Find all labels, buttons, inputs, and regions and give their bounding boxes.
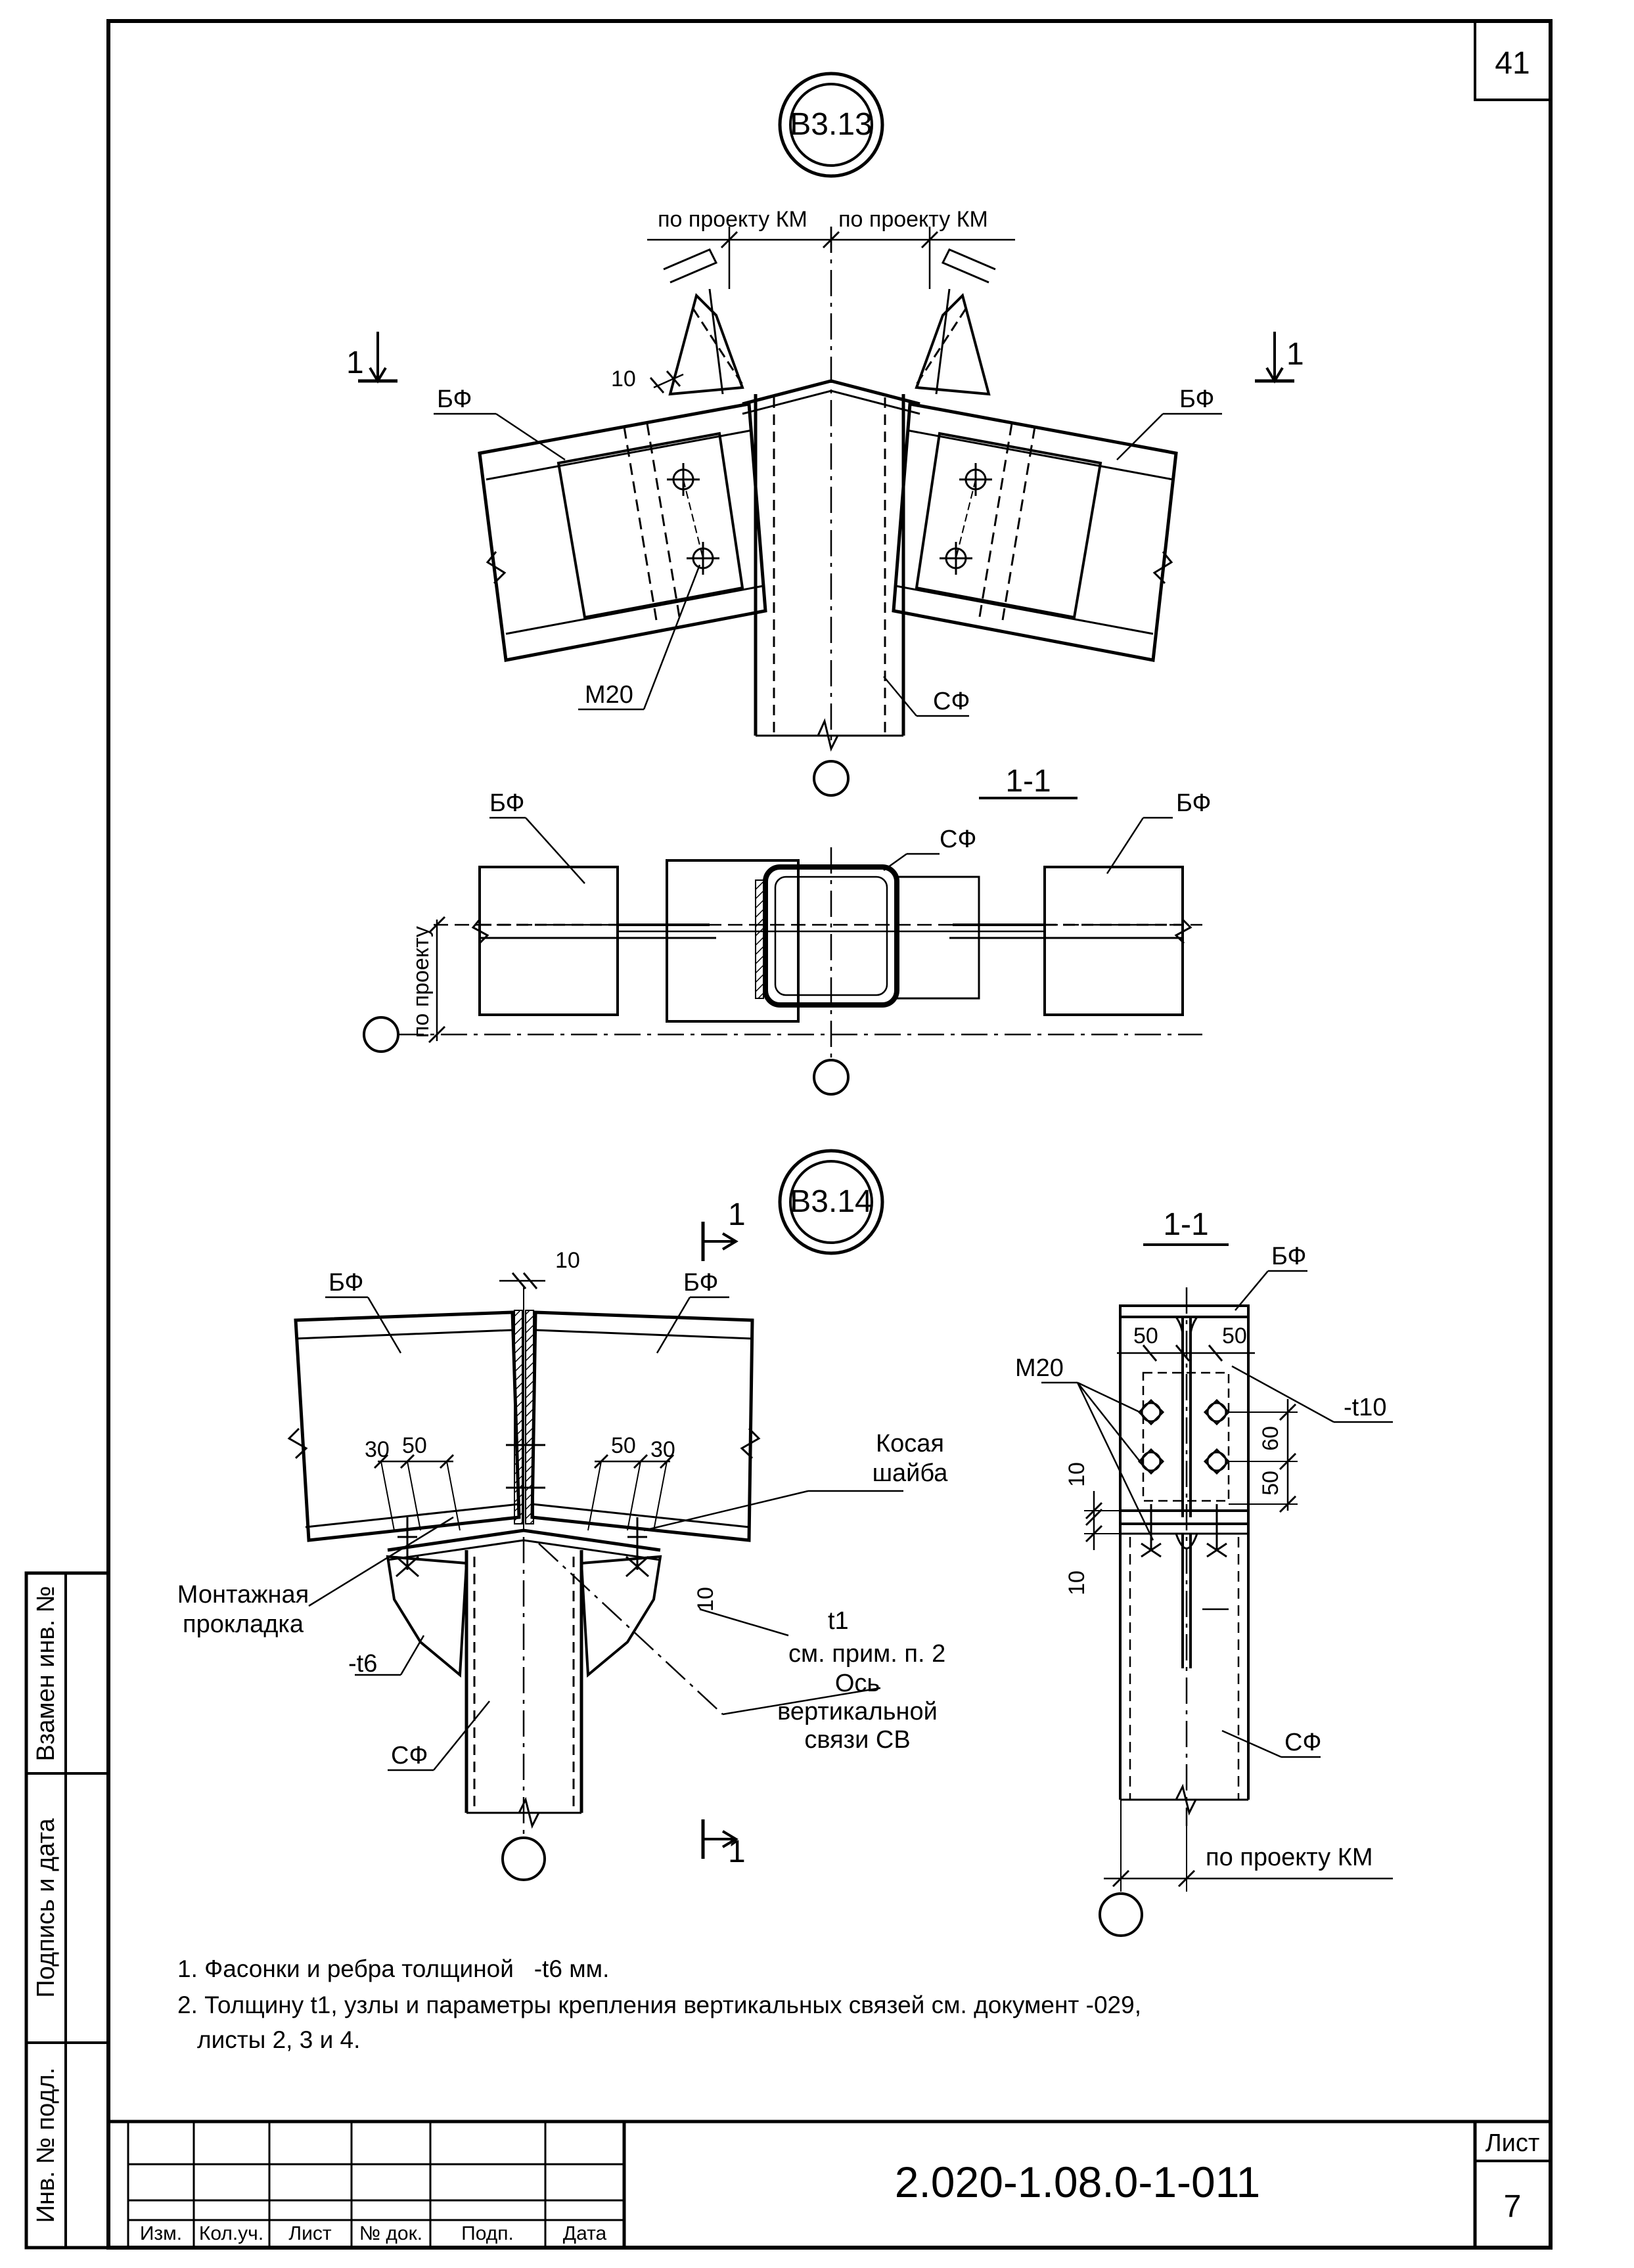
sec2-plate: -t10 xyxy=(1344,1394,1386,1421)
b314-tag: В3.14 xyxy=(790,1184,872,1219)
b313-section-right: 1 xyxy=(1286,337,1304,372)
node-b313-labels: В3.13 по проекту КМ по проекту КМ 10 1 1… xyxy=(346,107,1304,715)
sec2-dim-10-b: 10 xyxy=(1064,1570,1089,1595)
stamp-col-list: Лист xyxy=(288,2223,331,2244)
sec2-bolt: М20 xyxy=(1015,1354,1064,1382)
side-stamp-sign-date: Подпись и дата xyxy=(32,1817,60,1997)
b314-t1-note: см. прим. п. 2 xyxy=(788,1640,945,1668)
b314-washer-2: шайба xyxy=(873,1459,949,1487)
list-number: 7 xyxy=(1504,2189,1522,2224)
b314-dim-10: 10 xyxy=(555,1248,580,1273)
b313-beam-left: БФ xyxy=(437,386,472,413)
sec2-dim-50-v: 50 xyxy=(1258,1471,1283,1496)
b314-dim-50-left: 50 xyxy=(402,1433,427,1458)
b314-t1: t1 xyxy=(828,1607,849,1635)
sec2-dim-50-left: 50 xyxy=(1133,1323,1158,1348)
b314-pad-1: Монтажная xyxy=(177,1581,309,1609)
side-stamp-replace: Взамен инв. № xyxy=(32,1586,60,1762)
sec2-column: СФ xyxy=(1284,1729,1321,1756)
side-stamp-labels: Взамен инв. № Подпись и дата Инв. № подл… xyxy=(32,1586,60,2223)
corner-sheet-number: 41 xyxy=(1495,46,1530,81)
section-1-top-labels: 1-1 БФ БФ СФ по проекту xyxy=(409,764,1211,1038)
list-label: Лист xyxy=(1486,2129,1540,2157)
b313-column: СФ xyxy=(933,688,970,715)
b313-km-left: по проекту КМ xyxy=(658,207,807,232)
b314-pad-2: прокладка xyxy=(183,1611,304,1638)
stamp-col-izm: Изм. xyxy=(140,2223,182,2244)
sheet-frame xyxy=(24,19,1553,2250)
section-1-right xyxy=(1041,1243,1393,1937)
side-stamp-inv: Инв. № подл. xyxy=(32,2068,60,2223)
sec2-km: по проекту КМ xyxy=(1206,1844,1373,1871)
note-2: 2. Толщину t1, узлы и параметры креплени… xyxy=(177,1991,1141,2018)
b314-dim-50-right: 50 xyxy=(611,1433,636,1458)
stamp-col-koluch: Кол.уч. xyxy=(199,2223,263,2244)
b314-dim-30-left: 30 xyxy=(365,1437,390,1462)
b313-section-left: 1 xyxy=(346,345,364,380)
b314-washer-1: Косая xyxy=(876,1430,944,1457)
b314-column: СФ xyxy=(391,1742,428,1769)
sec1-title: 1-1 xyxy=(1005,764,1051,799)
b313-dim-10: 10 xyxy=(611,367,636,391)
node-b314 xyxy=(287,1149,903,1881)
note-1: 1. Фасонки и ребра толщиной -t6 мм. xyxy=(177,1955,609,1982)
b313-tag: В3.13 xyxy=(790,107,872,142)
sec1-column: СФ xyxy=(940,826,976,853)
sec1-beam-left: БФ xyxy=(489,789,524,817)
stamp-col-doc: № док. xyxy=(359,2223,422,2244)
b314-axis-1: Ось xyxy=(835,1670,880,1697)
stamp-col-podp: Подп. xyxy=(461,2223,514,2244)
b314-dim-30-right: 30 xyxy=(650,1437,675,1462)
sec2-dim-60: 60 xyxy=(1258,1426,1283,1451)
stamp-col-data: Дата xyxy=(563,2223,607,2244)
b314-beam-left: БФ xyxy=(329,1269,363,1297)
b313-km-right: по проекту КМ xyxy=(838,207,988,232)
section-1-top xyxy=(363,797,1202,1096)
sec2-title: 1-1 xyxy=(1163,1207,1208,1242)
node-b313 xyxy=(358,72,1294,797)
b314-beam-right: БФ xyxy=(683,1269,718,1297)
b314-section-bottom: 1 xyxy=(728,1834,746,1869)
b314-section-top: 1 xyxy=(728,1197,746,1232)
b313-bolt: М20 xyxy=(585,681,633,709)
b314-dim-10-side: 10 xyxy=(693,1587,718,1612)
sec2-dim-10-a: 10 xyxy=(1064,1462,1089,1487)
notes: 1. Фасонки и ребра толщиной -t6 мм. 2. Т… xyxy=(177,1955,1141,2053)
b314-axis-2: вертикальной xyxy=(777,1698,938,1725)
sec2-dim-50-right: 50 xyxy=(1222,1323,1247,1348)
sec2-beam: БФ xyxy=(1271,1243,1306,1270)
b313-beam-right: БФ xyxy=(1179,386,1214,413)
section-1-right-labels: 1-1 БФ М20 50 50 -t10 60 50 10 10 СФ по … xyxy=(1015,1207,1386,1871)
stamp-column-labels: Изм. Кол.уч. Лист № док. Подп. Дата xyxy=(140,2223,607,2244)
node-b314-labels: В3.14 1 1 10 БФ БФ 30 50 50 30 Косая шай… xyxy=(177,1184,949,1869)
b314-plate: -t6 xyxy=(348,1650,377,1678)
sec1-dim-label: по проекту xyxy=(409,926,434,1038)
b314-axis-3: связи СВ xyxy=(804,1726,910,1754)
note-3: листы 2, 3 и 4. xyxy=(197,2026,360,2053)
sheet-code: 2.020-1.08.0-1-011 xyxy=(895,2158,1261,2206)
sec1-beam-right: БФ xyxy=(1176,789,1211,817)
